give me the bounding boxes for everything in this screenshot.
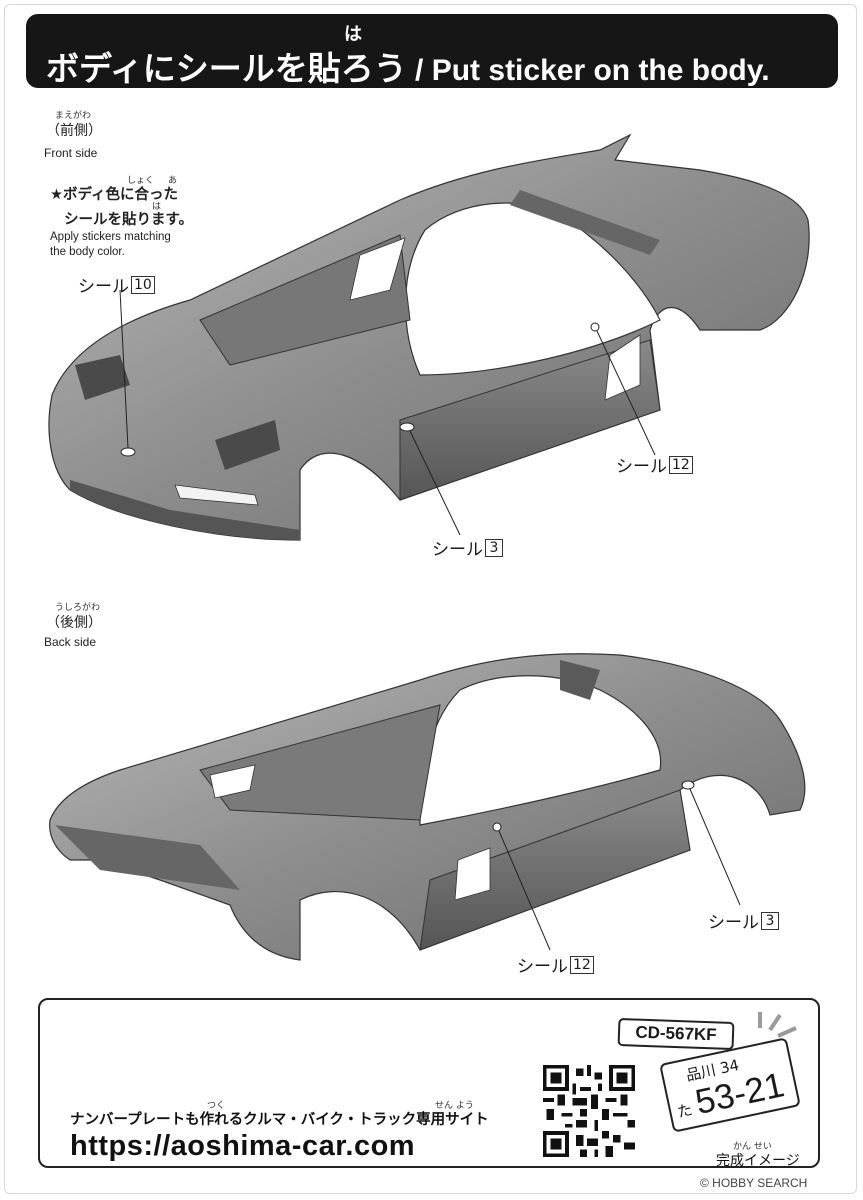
back-ruby: うしろがわ	[55, 603, 101, 613]
leader-line-12-front	[596, 330, 656, 456]
qr-code-icon[interactable]	[543, 1065, 635, 1157]
front-car-body	[48, 133, 810, 541]
note-line-1: ★ボディ色に合った	[50, 187, 178, 203]
sticker-number: 3	[761, 911, 779, 930]
completion-image-caption: 完成イメージ	[716, 1153, 800, 1169]
note-ruby-paste: は	[152, 202, 162, 212]
sticker-number: 12	[669, 455, 693, 474]
back-label-en: Back side	[44, 635, 97, 649]
promo-ruby-dedicated: せん よう	[435, 1101, 474, 1111]
promo-text: ナンバープレートも作れるクルマ・バイク・トラック専用サイト	[70, 1112, 489, 1128]
page-frame	[4, 4, 857, 1194]
header-ruby: は	[344, 24, 362, 45]
sticker-number: 12	[570, 955, 594, 974]
back-label-ja: （後側）	[46, 615, 102, 631]
sticker-label: シール	[616, 457, 667, 477]
caption-ruby: かん せい	[733, 1142, 772, 1152]
title-separator: /	[406, 54, 432, 87]
title-english: Put sticker on the body.	[431, 54, 770, 87]
sticker-label: シール	[708, 913, 759, 933]
note-line-2: シールを貼ります。	[64, 212, 194, 228]
page-title: ボディにシールを貼ろう / Put sticker on the body.	[46, 42, 770, 90]
front-label-en: Front side	[44, 146, 98, 160]
sticker-label: シール	[432, 540, 483, 560]
sticker-callout-3-front: シール 3	[432, 535, 503, 560]
watermark: © HOBBY SEARCH	[700, 1176, 808, 1190]
sticker-callout-10: シール 10	[78, 272, 155, 297]
sticker-number: 10	[131, 275, 155, 294]
sticker-callout-12-back: シール 12	[517, 952, 594, 977]
note-en-line-1: Apply stickers matching	[50, 231, 171, 243]
title-japanese: ボディにシールを貼ろう	[46, 49, 407, 88]
leader-line-12-back	[498, 830, 551, 951]
sticker-label: シール	[78, 277, 129, 297]
sticker-callout-12-front: シール 12	[616, 452, 693, 477]
promo-url-link[interactable]: https://aoshima-car.com	[70, 1130, 416, 1162]
note-ruby-match: あ	[168, 176, 178, 186]
sticker-label: シール	[517, 957, 568, 977]
sticker-callout-3-back: シール 3	[708, 908, 779, 933]
leader-line-3-back	[689, 788, 741, 906]
front-ruby: まえがわ	[55, 111, 92, 121]
promo-ruby-make: つく	[207, 1101, 226, 1111]
leader-line-3-front	[409, 430, 461, 536]
front-label-ja: （前側）	[46, 123, 102, 139]
note-ruby-color: しょく	[127, 176, 155, 186]
note-en-line-2: the body color.	[50, 246, 125, 258]
back-car-body	[49, 653, 806, 961]
header-bar: は ボディにシールを貼ろう / Put sticker on the body.	[26, 14, 838, 88]
leader-line-10	[119, 289, 129, 449]
sticker-number: 3	[485, 538, 503, 557]
